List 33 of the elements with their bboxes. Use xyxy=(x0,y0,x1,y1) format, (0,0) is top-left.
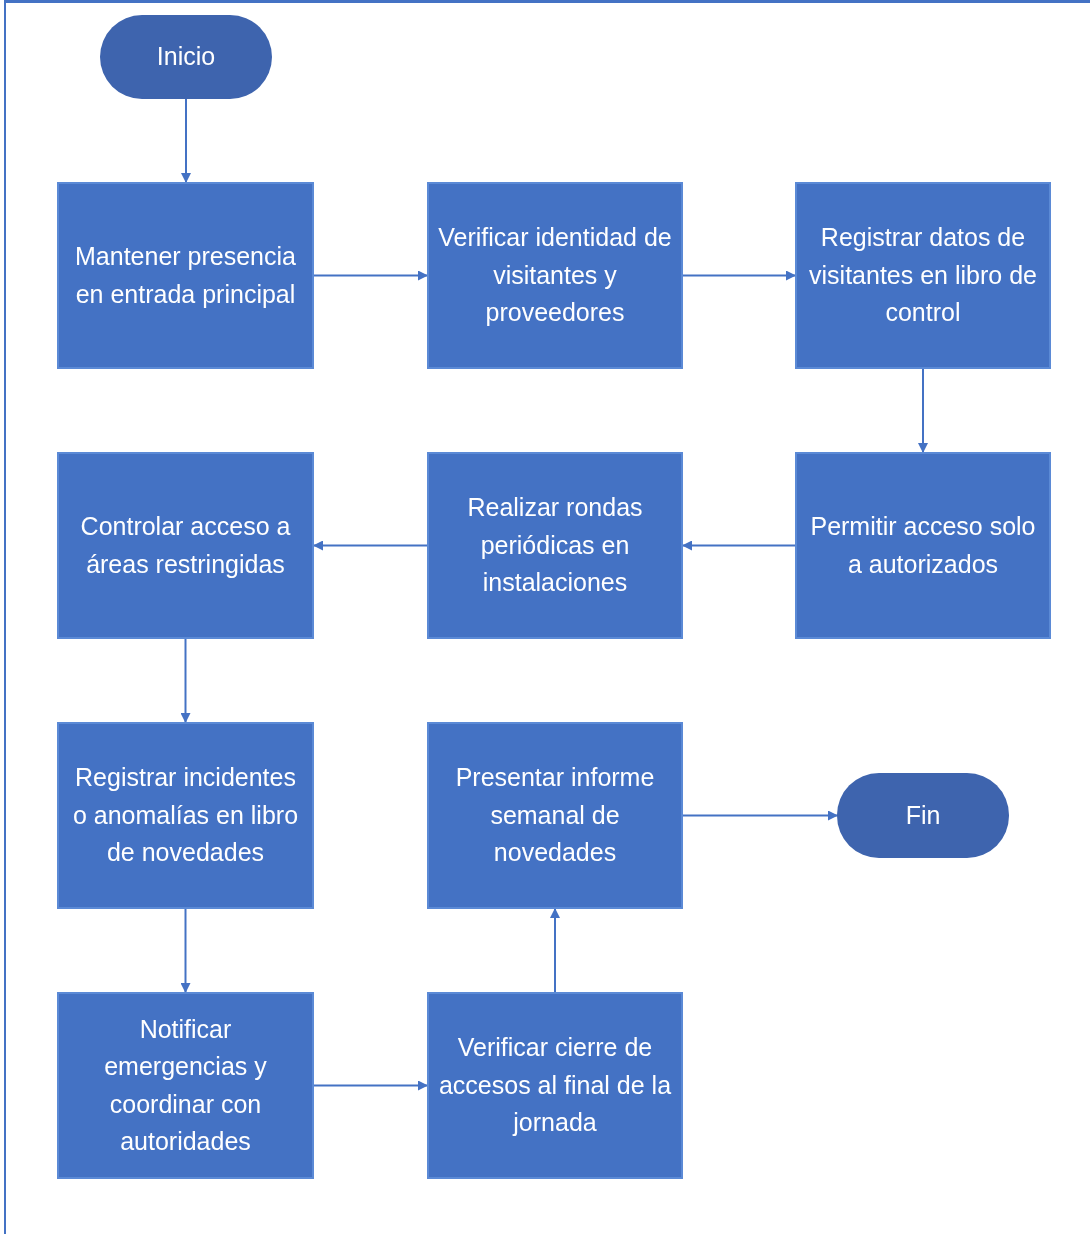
arrow xyxy=(682,270,796,281)
arrow xyxy=(313,1080,428,1091)
arrow xyxy=(682,540,796,551)
arrow xyxy=(181,98,191,183)
process-box xyxy=(795,182,1051,369)
arrow xyxy=(682,810,838,821)
node-label: Controlar acceso a áreas restringidas xyxy=(79,511,292,580)
node-label: Permitir acceso solo a autorizados xyxy=(809,511,1037,580)
node-label: Mantener presencia en entrada principal xyxy=(74,241,297,310)
node-label: Realizar rondas periódicas en instalaciones xyxy=(466,492,644,599)
process-box xyxy=(427,452,683,639)
arrow xyxy=(313,270,428,281)
process-box xyxy=(427,722,683,909)
node-label: Presentar informe semanal de novedades xyxy=(454,762,656,869)
node-label: Verificar identidad de visitantes y proveedores xyxy=(437,222,673,329)
node-label: Fin xyxy=(905,799,941,831)
node-label: Notificar emergencias y coordinar con autoridades xyxy=(103,1013,268,1157)
process-box xyxy=(427,992,683,1179)
process-box xyxy=(57,992,314,1179)
node-label: Registrar incidentes o anomalías en libro de novedades xyxy=(71,762,300,869)
process-box xyxy=(57,182,314,369)
arrow xyxy=(180,638,191,723)
node-label: Registrar datos de visitantes en libro de control xyxy=(808,222,1038,329)
arrow xyxy=(313,540,428,551)
node-label: Verificar cierre de accesos al final de la jornada xyxy=(437,1032,673,1139)
arrow xyxy=(550,908,560,993)
process-box xyxy=(795,452,1051,639)
node-label: Inicio xyxy=(156,41,216,73)
process-box xyxy=(57,722,314,909)
process-box xyxy=(427,182,683,369)
process-box xyxy=(57,452,314,639)
arrow xyxy=(918,368,928,453)
arrow xyxy=(180,908,191,993)
